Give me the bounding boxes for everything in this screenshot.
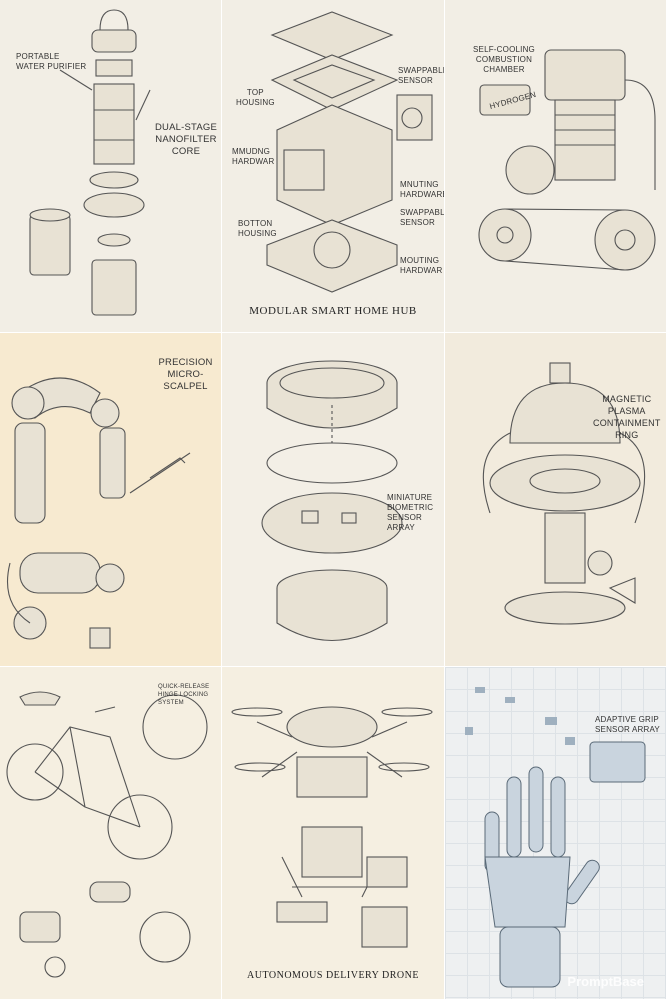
label-self-cooling-combustion-chamber: Self-cooling combustion chamber	[473, 45, 535, 74]
robotic-hand-illustration	[465, 687, 646, 988]
label-bottom-housing: Botton housing	[238, 219, 277, 238]
plasma-ring-illustration	[482, 362, 646, 625]
panel-folding-bike: Quick-release hinge locking system	[0, 667, 222, 1000]
biometric-ring-illustration	[261, 360, 403, 642]
panel-hydrogen-engine: Self-cooling combustion chamber Hydrogen	[445, 0, 667, 333]
label-magnetic-plasma-containment-ring: Magnetic plasma containment ring	[593, 394, 661, 440]
hydrogen-engine-illustration	[478, 49, 656, 271]
label-portable-water-purifier: Portable water purifier	[16, 52, 87, 71]
panel-plasma-containment-ring: Magnetic plasma containment ring	[445, 333, 667, 667]
label-quick-release-hinge: Quick-release hinge locking system	[158, 684, 210, 706]
water-purifier-illustration	[29, 9, 151, 316]
label-adaptive-grip-sensor-array: Adaptive grip sensor array	[595, 715, 660, 734]
promptbase-watermark: PromptBase	[567, 974, 644, 989]
label-mounting-hardware-bottom: Mouting hardwar	[400, 256, 443, 275]
panel-biometric-ring: Miniature biometric sensor array	[222, 333, 445, 667]
label-precision-micro-scalpel: Precision micro-scalpel	[158, 357, 213, 392]
smart-home-hub-illustration	[266, 11, 433, 293]
title-modular-smart-home-hub: MODULAR SMART HOME HUB	[249, 305, 417, 317]
delivery-drone-illustration	[231, 706, 433, 948]
label-top-housing: Top housing	[236, 88, 275, 107]
label-dual-stage-nanofilter-core: Dual-stage nanofilter core	[155, 122, 218, 157]
label-mounting-hardware-right: Mnuting hardware	[400, 180, 445, 199]
label-miniature-biometric-sensor-array: Miniature biometric sensor array	[387, 493, 434, 532]
panel-robotic-hand: Adaptive grip sensor array PromptBase	[445, 667, 667, 1000]
panel-water-purifier: Portable water purifier Dual-stage nanof…	[0, 0, 222, 333]
title-autonomous-delivery-drone: AUTONOMOUS DELIVERY DRONE	[247, 970, 419, 981]
folding-bike-illustration	[6, 691, 208, 978]
panel-smart-home-hub: Top housing Swappable sensor Mmudng hard…	[222, 0, 445, 333]
panel-robotic-arm: Precision micro-scalpel	[0, 333, 222, 667]
robotic-arm-illustration	[6, 377, 191, 649]
panel-delivery-drone: AUTONOMOUS DELIVERY DRONE	[222, 667, 445, 1000]
label-swappable-sensor-top: Swappable sensor	[398, 66, 445, 85]
label-mounting-hardware-left: Mmudng hardwar	[232, 147, 275, 166]
label-swappable-sensor-bottom: Swappable sensor	[400, 208, 445, 227]
